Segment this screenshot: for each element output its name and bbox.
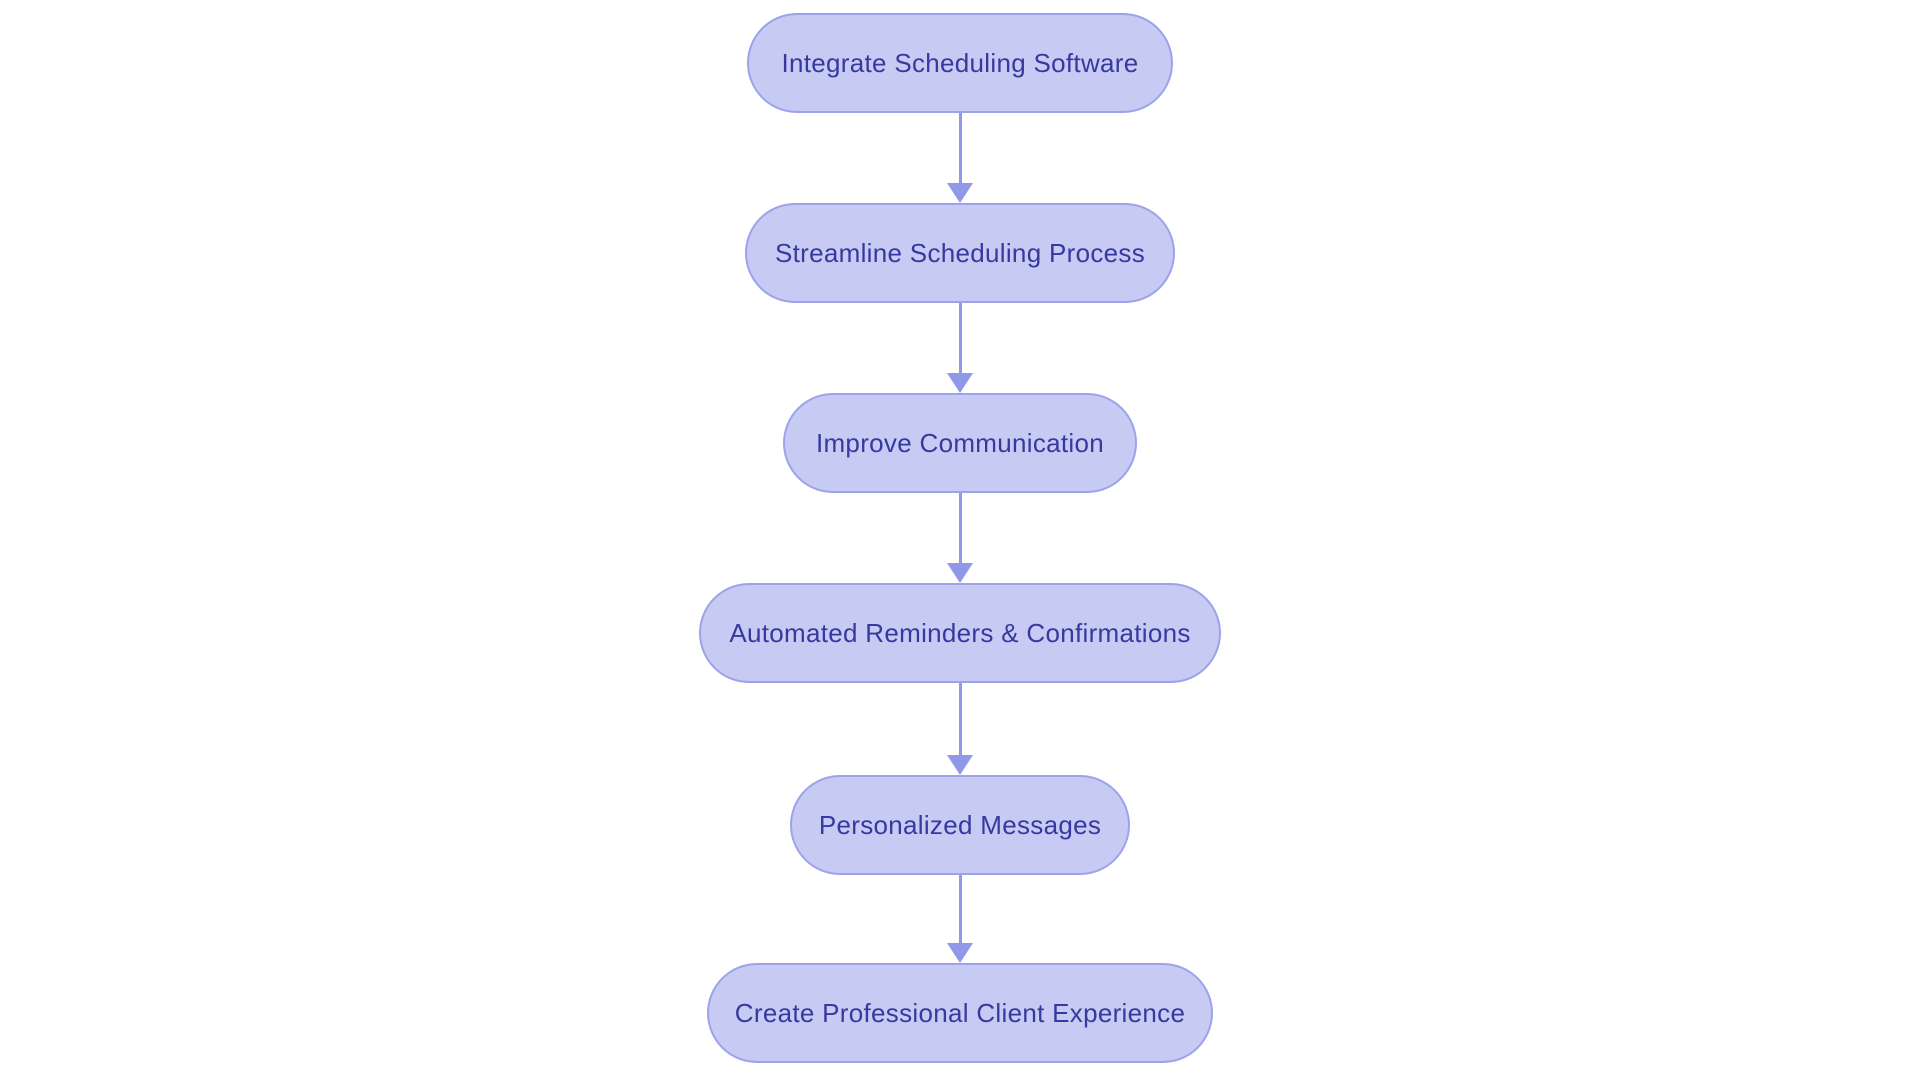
- flow-arrow-1-to-2: [947, 113, 973, 203]
- arrow-line: [958, 303, 962, 373]
- arrow-down-icon: [947, 373, 973, 393]
- arrow-down-icon: [947, 183, 973, 203]
- arrow-line: [958, 683, 962, 755]
- flow-arrow-4-to-5: [947, 683, 973, 775]
- flow-node-integrate-scheduling-software: Integrate Scheduling Software: [747, 13, 1173, 113]
- flow-node-streamline-scheduling-process: Streamline Scheduling Process: [745, 203, 1175, 303]
- arrow-line: [958, 875, 962, 943]
- flow-node-personalized-messages: Personalized Messages: [790, 775, 1130, 875]
- flow-arrow-3-to-4: [947, 493, 973, 583]
- arrow-down-icon: [947, 943, 973, 963]
- flow-node-create-professional-client-experience: Create Professional Client Experience: [707, 963, 1213, 1063]
- arrow-line: [958, 113, 962, 183]
- flow-node-label: Improve Communication: [815, 427, 1105, 458]
- flow-node-automated-reminders-confirmations: Automated Reminders & Confirmations: [699, 583, 1221, 683]
- flow-node-label: Automated Reminders & Confirmations: [729, 617, 1191, 648]
- flow-arrow-2-to-3: [947, 303, 973, 393]
- arrow-line: [958, 493, 962, 563]
- flow-node-label: Personalized Messages: [818, 809, 1102, 840]
- flow-node-label: Create Professional Client Experience: [734, 997, 1186, 1028]
- arrow-down-icon: [947, 755, 973, 775]
- arrow-down-icon: [947, 563, 973, 583]
- flow-node-label: Integrate Scheduling Software: [781, 47, 1139, 78]
- flow-node-improve-communication: Improve Communication: [783, 393, 1137, 493]
- flow-node-label: Streamline Scheduling Process: [775, 237, 1145, 268]
- flow-arrow-5-to-6: [947, 875, 973, 963]
